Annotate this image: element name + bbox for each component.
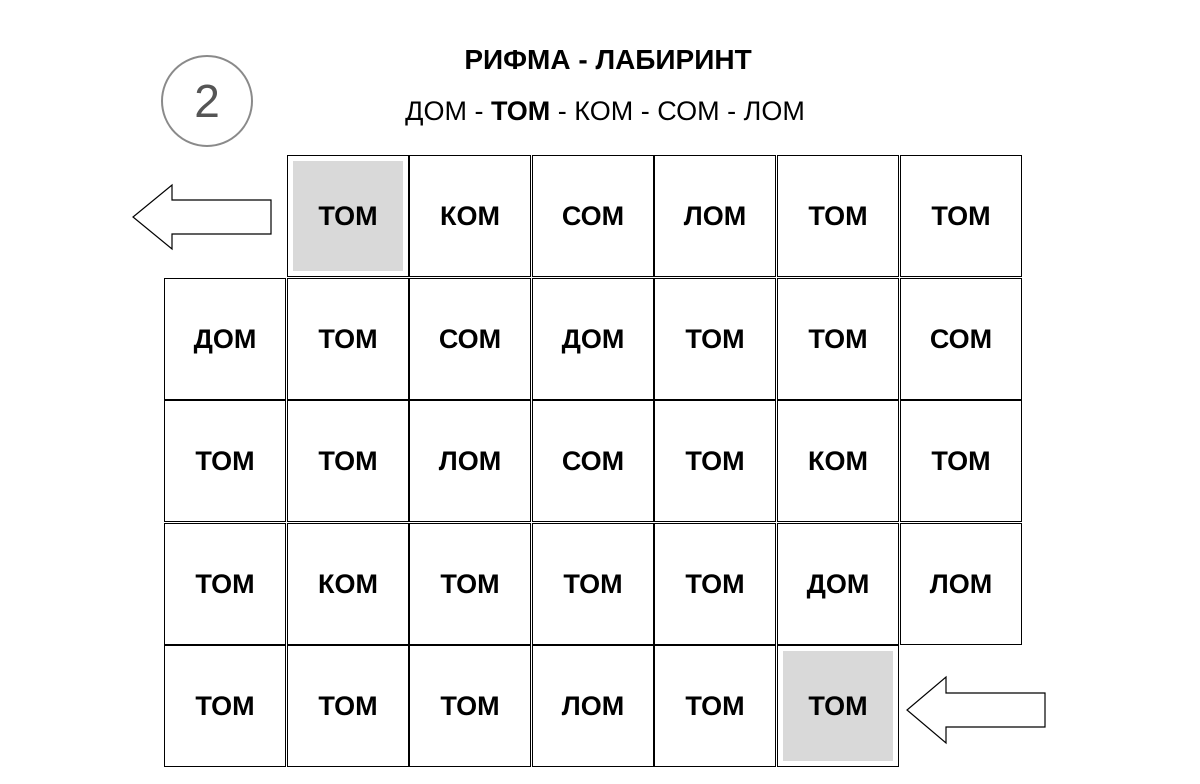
maze-cell[interactable]: КОМ bbox=[409, 155, 531, 277]
maze-cell[interactable]: ДОМ bbox=[164, 278, 286, 400]
cell-word: СОМ bbox=[561, 445, 625, 476]
rhyme-word: ДОМ bbox=[405, 96, 467, 126]
maze-cell[interactable]: ЛОМ bbox=[900, 523, 1022, 645]
maze-cell[interactable]: ЛОМ bbox=[654, 155, 776, 277]
maze-cell[interactable]: ТОМ bbox=[287, 278, 409, 400]
maze-cell[interactable]: ТОМ bbox=[287, 400, 409, 522]
word-separator: - bbox=[466, 96, 491, 126]
cell-word: ТОМ bbox=[318, 323, 378, 354]
maze-cell[interactable]: ТОМ bbox=[164, 645, 286, 767]
maze-cell[interactable]: СОМ bbox=[409, 278, 531, 400]
word-separator: - bbox=[633, 96, 658, 126]
maze-exit-cell[interactable]: ТОМ bbox=[287, 155, 409, 277]
rhyme-word: КОМ bbox=[574, 96, 634, 126]
cell-word: ЛОМ bbox=[438, 445, 502, 476]
maze-cell[interactable]: СОМ bbox=[900, 278, 1022, 400]
cell-word: ЛОМ bbox=[929, 568, 993, 599]
cell-word: ТОМ bbox=[440, 568, 500, 599]
cell-word: СОМ bbox=[929, 323, 993, 354]
cell-word: ТОМ bbox=[318, 200, 378, 231]
maze-cell[interactable]: ЛОМ bbox=[409, 400, 531, 522]
cell-word: ТОМ bbox=[808, 690, 868, 721]
exercise-number-badge: 2 bbox=[161, 55, 253, 147]
word-separator: - bbox=[550, 96, 575, 126]
maze-cell[interactable]: ТОМ bbox=[164, 523, 286, 645]
maze-cell[interactable]: ТОМ bbox=[900, 155, 1022, 277]
maze-cell[interactable]: ТОМ bbox=[164, 400, 286, 522]
cell-word: ТОМ bbox=[931, 445, 991, 476]
maze-cell[interactable]: СОМ bbox=[532, 155, 654, 277]
maze-cell[interactable]: КОМ bbox=[777, 400, 899, 522]
cell-word: ДОМ bbox=[806, 568, 870, 599]
cell-word: ТОМ bbox=[931, 200, 991, 231]
cell-word: ТОМ bbox=[195, 568, 255, 599]
maze-cell[interactable]: ТОМ bbox=[654, 278, 776, 400]
cell-word: КОМ bbox=[808, 445, 868, 476]
cell-word: ТОМ bbox=[318, 445, 378, 476]
exit-arrow-icon bbox=[132, 183, 272, 251]
maze-start-cell[interactable]: ТОМ bbox=[777, 645, 899, 767]
word-separator: - bbox=[719, 96, 744, 126]
maze-cell[interactable]: КОМ bbox=[287, 523, 409, 645]
cell-highlight bbox=[783, 651, 893, 761]
cell-word: ТОМ bbox=[808, 200, 868, 231]
cell-highlight bbox=[293, 161, 403, 271]
cell-word: СОМ bbox=[438, 323, 502, 354]
cell-word: ТОМ bbox=[685, 323, 745, 354]
maze-cell[interactable]: ТОМ bbox=[409, 523, 531, 645]
cell-word: ТОМ bbox=[685, 568, 745, 599]
maze-cell[interactable]: ТОМ bbox=[654, 400, 776, 522]
maze-cell[interactable]: ТОМ bbox=[777, 155, 899, 277]
maze-cell[interactable]: ТОМ bbox=[900, 400, 1022, 522]
rhyme-word: СОМ bbox=[657, 96, 720, 126]
cell-word: ТОМ bbox=[195, 445, 255, 476]
maze-cell[interactable]: ТОМ bbox=[409, 645, 531, 767]
maze-cell[interactable]: СОМ bbox=[532, 400, 654, 522]
maze-cell[interactable]: ДОМ bbox=[532, 278, 654, 400]
cell-word: СОМ bbox=[561, 200, 625, 231]
cell-word: ЛОМ bbox=[683, 200, 747, 231]
cell-word: ТОМ bbox=[685, 445, 745, 476]
maze-cell[interactable]: ТОМ bbox=[777, 278, 899, 400]
cell-word: ТОМ bbox=[195, 690, 255, 721]
cell-word: ДОМ bbox=[561, 323, 625, 354]
entry-arrow-icon bbox=[906, 675, 1046, 745]
target-rhyme-word: ТОМ bbox=[490, 96, 551, 126]
cell-word: ТОМ bbox=[318, 690, 378, 721]
page-title: РИФМА - ЛАБИРИНТ bbox=[464, 44, 752, 75]
maze-cell[interactable]: ТОМ bbox=[654, 523, 776, 645]
maze-cell[interactable]: ТОМ bbox=[654, 645, 776, 767]
maze-cell[interactable]: ТОМ bbox=[532, 523, 654, 645]
maze-cell[interactable]: ДОМ bbox=[777, 523, 899, 645]
cell-word: ЛОМ bbox=[561, 690, 625, 721]
cell-word: КОМ bbox=[318, 568, 378, 599]
cell-word: КОМ bbox=[440, 200, 500, 231]
maze-cell[interactable]: ЛОМ bbox=[532, 645, 654, 767]
rhyme-word: ЛОМ bbox=[743, 96, 805, 126]
cell-word: ДОМ bbox=[193, 323, 257, 354]
cell-word: ТОМ bbox=[808, 323, 868, 354]
cell-word: ТОМ bbox=[563, 568, 623, 599]
cell-word: ТОМ bbox=[440, 690, 500, 721]
rhyme-word-list: ДОМ - ТОМ - КОМ - СОМ - ЛОМ bbox=[0, 96, 1200, 127]
exercise-number: 2 bbox=[194, 75, 220, 127]
maze-cell[interactable]: ТОМ bbox=[287, 645, 409, 767]
cell-word: ТОМ bbox=[685, 690, 745, 721]
